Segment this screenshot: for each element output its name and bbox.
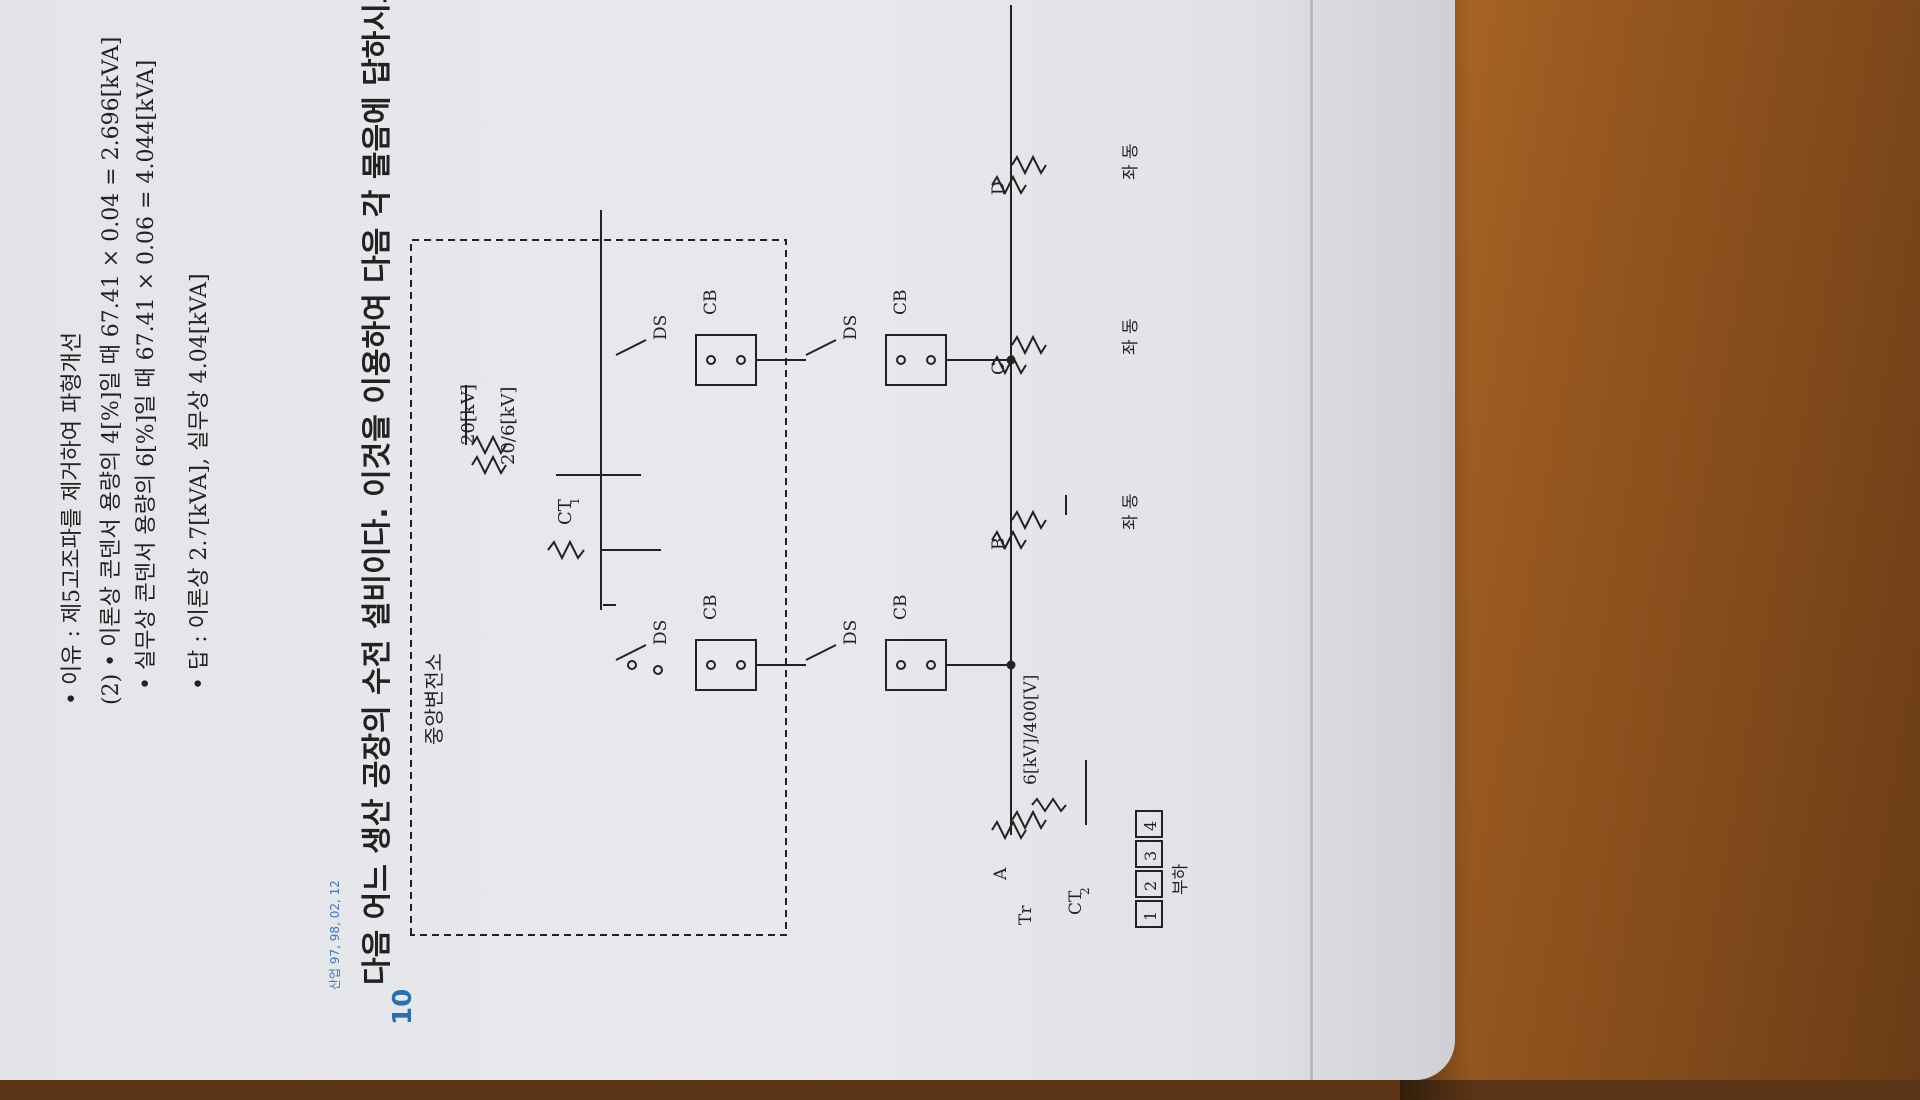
- ds-switch-left-outer: [805, 644, 837, 661]
- load-box-2-label: 2: [1141, 881, 1160, 891]
- substation-boundary: [410, 239, 787, 936]
- load-box-4: [1135, 810, 1163, 838]
- cb-label-left: CB: [701, 595, 721, 621]
- transformer-main-label: 20/6[kV]: [498, 387, 519, 465]
- cb-label-right: CB: [701, 290, 721, 316]
- node-d-label: D: [989, 181, 1009, 195]
- node-c-label: C: [989, 362, 1009, 375]
- book-page: • 이유 : 제5고조파를 제거하여 파형개선 (2) • 이론상 콘덴서 용량…: [0, 0, 1455, 1080]
- central-substation-label: 중앙변전소: [422, 653, 446, 745]
- ds-switch-right: [615, 339, 647, 356]
- load-box-1-label: 1: [1141, 911, 1160, 921]
- cb-label-right-outer: CB: [891, 290, 911, 316]
- node-a-label: A: [991, 867, 1011, 881]
- load-box-4-label: 4: [1141, 821, 1160, 831]
- node-b-label: B: [989, 538, 1009, 551]
- page-edge: [1310, 0, 1313, 1080]
- ct1-label: CT: [555, 499, 576, 525]
- cb-left-outer: [885, 639, 947, 691]
- ds-label-left-outer: DS: [841, 620, 861, 645]
- cb-right-inner: [695, 334, 757, 386]
- cb-right-outer: [885, 334, 947, 386]
- main-transformer-coil-1: [471, 454, 507, 476]
- same-label-d: 좌 동: [1121, 143, 1141, 180]
- load-box-2: [1135, 870, 1163, 898]
- tr-rating-label: 6[kV]/400[V]: [1021, 675, 1041, 785]
- load-box-3: [1135, 840, 1163, 868]
- ct1-coil: [547, 539, 585, 561]
- voltage-20kv-label: 20[kV]: [458, 384, 479, 445]
- ds-label-right: DS: [651, 315, 671, 340]
- cb-label-left-outer: CB: [891, 595, 911, 621]
- ds-switch-left: [615, 644, 647, 661]
- ds-label-right-outer: DS: [841, 315, 861, 340]
- load-box-1: [1135, 900, 1163, 928]
- main-transformer-coil-2: [471, 434, 507, 456]
- load-box-3-label: 3: [1141, 851, 1160, 861]
- ct2-subscript: 2: [1078, 887, 1092, 895]
- ct1-subscript: 1: [568, 497, 582, 505]
- load-label: 부하: [1171, 863, 1191, 895]
- rotated-page-content: • 이유 : 제5고조파를 제거하여 파형개선 (2) • 이론상 콘덴서 용량…: [60, 0, 1191, 1025]
- same-label-c: 좌 동: [1121, 318, 1141, 355]
- same-label-b: 좌 동: [1121, 493, 1141, 530]
- ct2-label: CT: [1066, 890, 1086, 915]
- tr-label: Tr: [1016, 905, 1036, 925]
- ds-switch-right-outer: [805, 339, 837, 356]
- ds-label-left: DS: [651, 620, 671, 645]
- power-receiving-diagram: 중앙변전소 20[kV] 20/6[kV] CT 1 DS CB DS CB D…: [410, 5, 1191, 936]
- cb-left-inner: [695, 639, 757, 691]
